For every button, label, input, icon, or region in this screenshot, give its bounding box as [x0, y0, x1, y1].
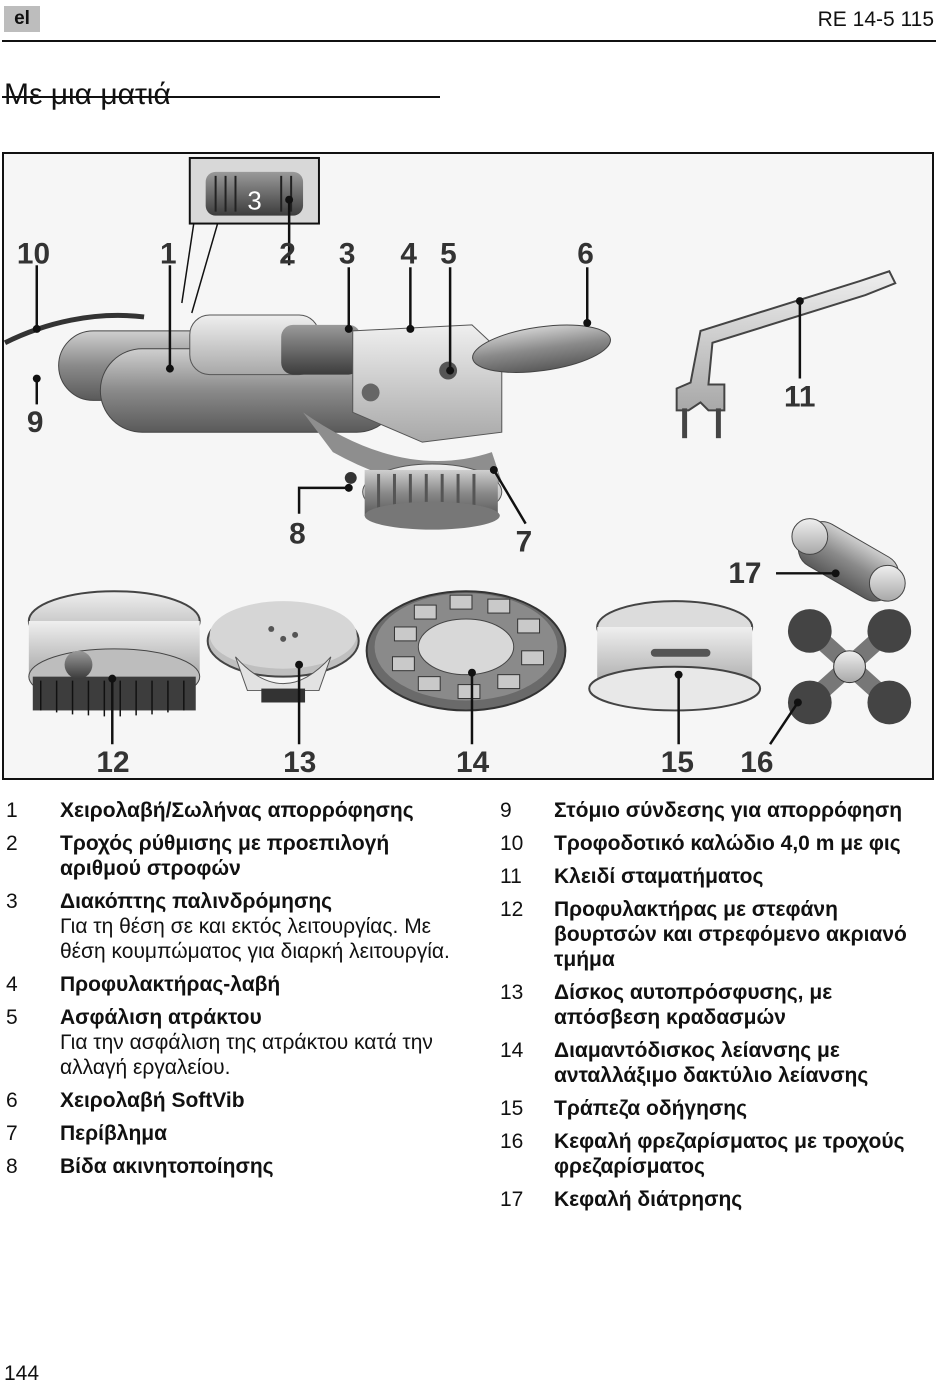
item-number: 8 [6, 1155, 18, 1178]
item-label: Ασφάλιση ατράκτου [60, 1006, 262, 1029]
item-number: 9 [500, 799, 512, 822]
page-title: Με μια ματιά [4, 78, 171, 112]
list-item: 16 Κεφαλή φρεζαρίσματος με τροχούς φρεζα… [500, 1129, 940, 1179]
item-number: 6 [6, 1089, 18, 1112]
item-number: 10 [500, 832, 524, 855]
callout-8: 8 [289, 518, 306, 551]
item-label: Κλειδί σταματήματος [554, 865, 764, 888]
item-label: Τροχός ρύθμισης με προεπιλογή αριθμού στ… [60, 832, 390, 880]
item-number: 4 [6, 973, 18, 996]
item-label: Τράπεζα οδήγησης [554, 1097, 748, 1120]
brush-guard [27, 590, 201, 717]
product-overview-figure: 3 [2, 152, 934, 780]
list-item: 3 Διακόπτης παλινδρόμησης Για τη θέση σε… [6, 889, 466, 964]
drill-head [791, 518, 906, 602]
callout-16: 16 [740, 746, 773, 778]
diamond-disc [365, 590, 567, 712]
item-label: Περίβλημα [60, 1122, 168, 1145]
list-item: 12 Προφυλακτήρας με στεφάνη βουρτσών και… [500, 897, 940, 972]
list-item: 5 Ασφάλιση ατράκτου Για την ασφάλιση της… [6, 1005, 466, 1080]
item-number: 14 [500, 1039, 524, 1062]
callout-17: 17 [728, 557, 761, 590]
item-number: 13 [500, 981, 524, 1004]
callout-leaders [35, 199, 836, 745]
callout-2: 2 [279, 237, 296, 270]
list-item: 8 Βίδα ακινητοποίησης [6, 1154, 466, 1179]
item-number: 11 [500, 865, 522, 888]
item-number: 17 [500, 1188, 524, 1211]
callout-12: 12 [96, 746, 129, 778]
list-item: 2 Τροχός ρύθμισης με προεπιλογή αριθμού … [6, 831, 466, 881]
list-item: 13 Δίσκος αυτοπρόσφυσης, με απόσβεση κρα… [500, 980, 940, 1030]
list-item: 17 Κεφαλή διάτρησης [500, 1187, 940, 1212]
item-number: 5 [6, 1006, 18, 1029]
callout-10: 10 [17, 237, 50, 270]
item-number: 1 [6, 799, 18, 822]
callout-15: 15 [661, 746, 694, 778]
callout-6: 6 [577, 237, 594, 270]
item-description: Για τη θέση σε και εκτός λειτουργίας. Με… [60, 915, 450, 963]
dial-inset: 3 [181, 156, 320, 314]
callout-11: 11 [784, 380, 815, 413]
parts-list-left: 1 Χειρολαβή/Σωλήνας απορρόφησης 2 Τροχός… [6, 798, 466, 1187]
dial-digit: 3 [247, 188, 261, 216]
item-number: 16 [500, 1130, 524, 1153]
stop-wrench [675, 270, 897, 439]
parts-list-right: 9 Στόμιο σύνδεσης για απορρόφηση 10 Τροφ… [500, 798, 940, 1220]
item-label: Χειρολαβή/Σωλήνας απορρόφησης [60, 799, 414, 822]
page-number: 144 [4, 1362, 40, 1385]
callout-14: 14 [456, 746, 490, 778]
title-rule [2, 96, 440, 98]
item-number: 2 [6, 832, 18, 855]
velcro-pad [206, 601, 360, 703]
list-item: 1 Χειρολαβή/Σωλήνας απορρόφησης [6, 798, 466, 823]
callout-3: 3 [339, 237, 356, 270]
guide-table [588, 600, 762, 712]
power-cable [4, 312, 145, 346]
item-description: Για την ασφάλιση της ατράκτου κατά την α… [60, 1031, 433, 1079]
item-label: Διακόπτης παλινδρόμησης [60, 890, 333, 913]
callout-13: 13 [283, 746, 316, 778]
callout-4: 4 [400, 237, 417, 270]
list-item: 4 Προφυλακτήρας-λαβή [6, 972, 466, 997]
callout-1: 1 [160, 237, 177, 270]
item-label: Προφυλακτήρας-λαβή [60, 973, 281, 996]
list-item: 10 Τροφοδοτικό καλώδιο 4,0 m με φις [500, 831, 940, 856]
item-number: 7 [6, 1122, 18, 1145]
language-tag: el [4, 6, 40, 32]
list-item: 14 Διαμαντόδισκος λείανσης με ανταλλάξιμ… [500, 1038, 940, 1088]
callout-9: 9 [27, 406, 44, 439]
document-code: RE 14-5 115 [817, 8, 934, 31]
item-number: 12 [500, 898, 524, 921]
item-number: 15 [500, 1097, 524, 1120]
item-label: Χειρολαβή SoftVib [60, 1089, 245, 1112]
item-label: Προφυλακτήρας με στεφάνη βουρτσών και στ… [554, 898, 907, 971]
callout-5: 5 [440, 237, 457, 270]
item-label: Κεφαλή φρεζαρίσματος με τροχούς φρεζαρίσ… [554, 1130, 905, 1178]
list-item: 11 Κλειδί σταματήματος [500, 864, 940, 889]
header-rule [2, 40, 936, 42]
list-item: 15 Τράπεζα οδήγησης [500, 1096, 940, 1121]
item-label: Βίδα ακινητοποίησης [60, 1155, 274, 1178]
milling-head [787, 609, 912, 725]
item-label: Δίσκος αυτοπρόσφυσης, με απόσβεση κραδασ… [554, 981, 833, 1029]
callout-7: 7 [516, 525, 533, 558]
item-label: Διαμαντόδισκος λείανσης με ανταλλάξιμο δ… [554, 1039, 869, 1087]
item-label: Τροφοδοτικό καλώδιο 4,0 m με φις [554, 832, 901, 855]
item-label: Κεφαλή διάτρησης [554, 1188, 743, 1211]
product-illustration: 3 [4, 156, 912, 778]
list-item: 9 Στόμιο σύνδεσης για απορρόφηση [500, 798, 940, 823]
list-item: 6 Χειρολαβή SoftVib [6, 1088, 466, 1113]
grinder-body [58, 314, 611, 530]
item-label: Στόμιο σύνδεσης για απορρόφηση [554, 799, 903, 822]
list-item: 7 Περίβλημα [6, 1121, 466, 1146]
item-number: 3 [6, 890, 18, 913]
